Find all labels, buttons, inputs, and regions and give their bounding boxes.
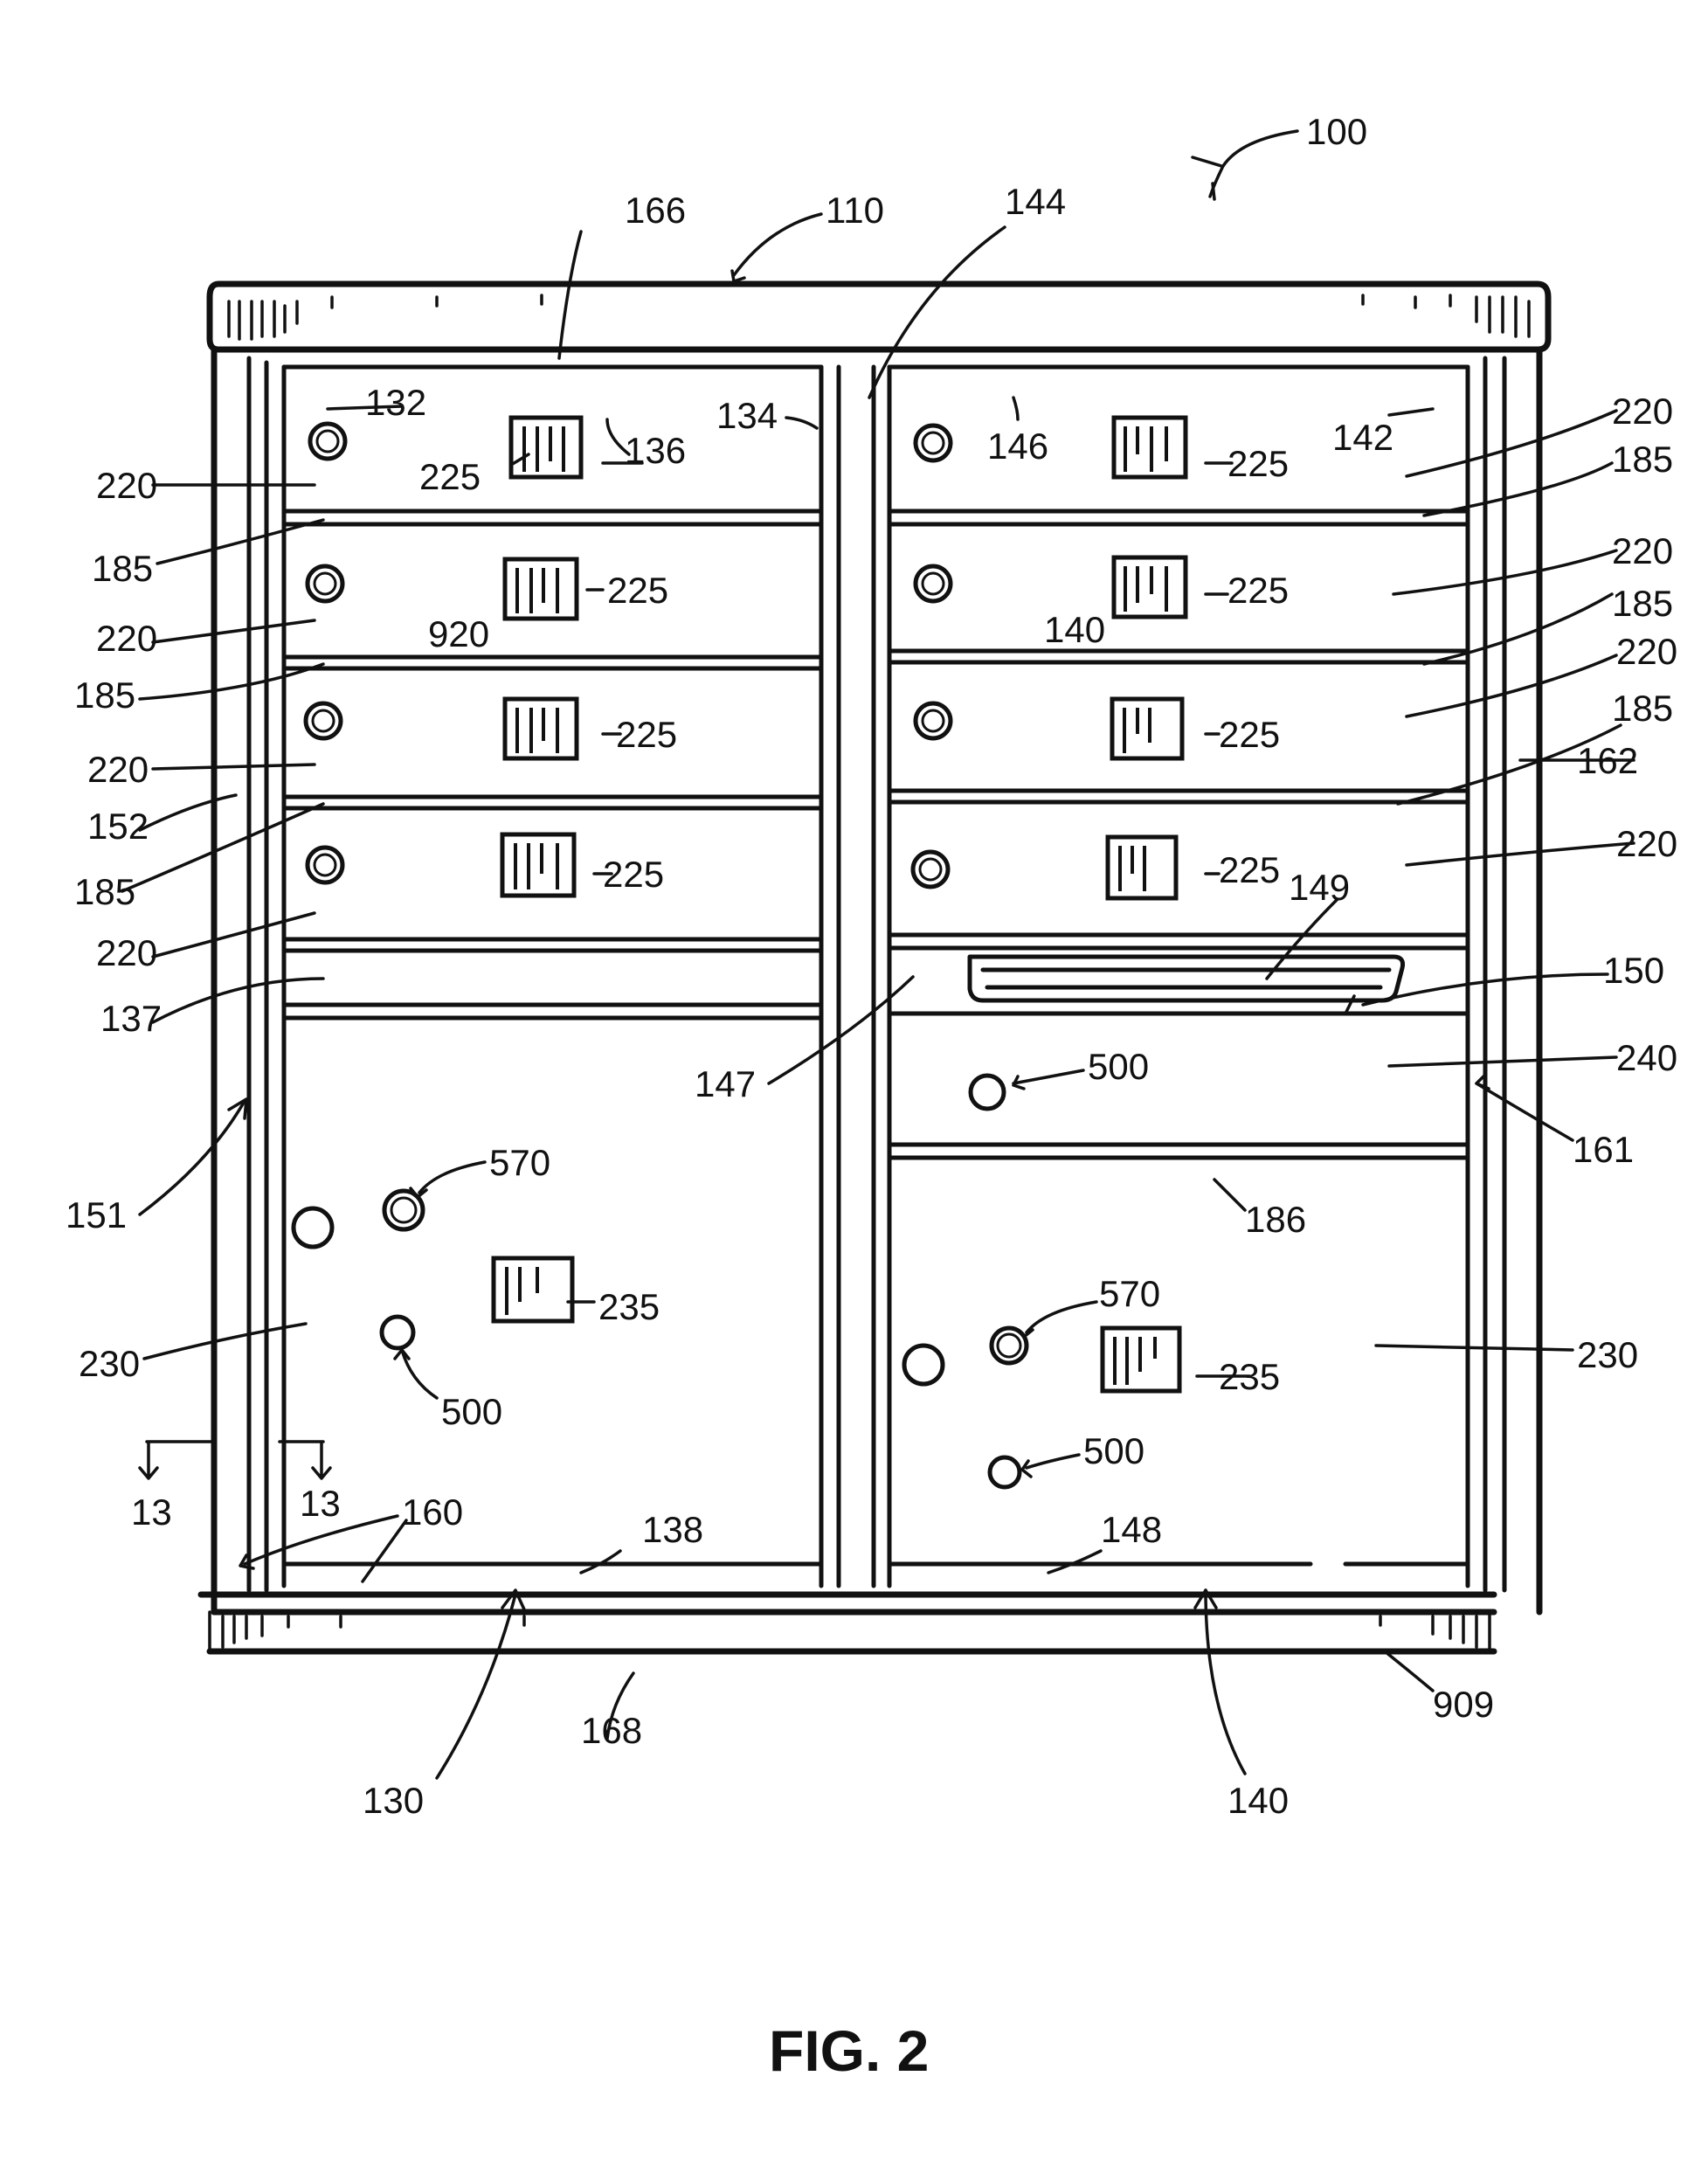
label-132: 132 [365,382,426,423]
label-230: 230 [79,1343,140,1384]
label-147: 147 [695,1063,756,1104]
lock-icon [916,426,951,460]
label-220: 220 [1616,823,1677,864]
label-140: 140 [1044,609,1105,650]
label-152: 152 [87,806,149,847]
label-235: 235 [1219,1356,1280,1397]
label-185: 185 [1612,583,1673,624]
label-220: 220 [1616,631,1677,672]
label-225: 225 [603,854,664,895]
leader-lines [122,131,1634,1778]
label-185: 185 [74,675,135,716]
lock-icon [306,703,341,738]
number-plate [1114,557,1186,617]
right-side-post [1468,358,1504,1590]
label-230: 230 [1577,1334,1638,1375]
label-225: 225 [1219,714,1280,755]
label-142: 142 [1332,417,1393,458]
label-220: 220 [87,749,149,790]
lock-icon [916,566,951,601]
lock-icon [990,1457,1020,1487]
label-185: 185 [92,548,153,589]
label-100: 100 [1306,111,1367,152]
label-225: 225 [1227,443,1289,484]
number-plate [1103,1328,1179,1391]
label-110: 110 [826,190,884,231]
label-137: 137 [100,998,162,1039]
label-136: 136 [625,430,686,471]
lock-icon [913,852,948,887]
label-150: 150 [1603,950,1664,991]
left-door-panel [284,367,821,1564]
label-225: 225 [1219,849,1280,890]
label-240: 240 [1616,1037,1677,1078]
bottom-rail [201,1595,1494,1651]
label-909: 909 [1433,1684,1494,1725]
label-500: 500 [441,1391,502,1432]
label-151: 151 [66,1194,127,1235]
label-138: 138 [642,1509,703,1550]
label-149: 149 [1289,867,1350,908]
lock-icon [904,1346,943,1384]
number-plate [1114,418,1186,477]
lock-icon [310,424,345,459]
label-220: 220 [1612,391,1673,432]
left-side-post [249,358,284,1590]
label-920: 920 [428,613,489,654]
label-570: 570 [1099,1273,1160,1314]
label-220: 220 [1612,530,1673,571]
label-146: 146 [987,426,1048,467]
label-168: 168 [581,1710,642,1751]
label-570: 570 [489,1142,550,1183]
number-plate [505,559,577,619]
lock-icon [916,703,951,738]
bottom-rail-ticks [210,1612,1490,1651]
figure-caption: FIG. 2 [769,2018,929,2083]
outgoing-mail-slot [970,957,1403,1000]
number-plate [502,834,574,896]
label-160: 160 [402,1491,463,1533]
lock-icon [308,848,342,882]
label-144: 144 [1005,181,1066,222]
lock-icon [294,1208,332,1247]
label-500: 500 [1088,1046,1149,1087]
label-130: 130 [363,1780,424,1821]
label-162: 162 [1577,740,1638,781]
number-plate [494,1258,572,1321]
label-225: 225 [607,570,668,611]
label-225: 225 [1227,570,1289,611]
number-plate [505,699,577,758]
label-225: 225 [616,714,677,755]
label-134: 134 [716,395,778,436]
lock-icon [382,1317,413,1348]
label-220: 220 [96,932,157,973]
label-161: 161 [1573,1129,1634,1170]
lock-icon [308,566,342,601]
label-220: 220 [96,465,157,506]
label-166: 166 [625,190,686,231]
label-185: 185 [1612,688,1673,729]
number-plate [1108,837,1176,898]
label-140: 140 [1227,1780,1289,1821]
label-13: 13 [131,1491,172,1533]
label-225: 225 [419,456,481,497]
lock-icon [971,1076,1004,1109]
label-235: 235 [598,1286,660,1327]
label-185: 185 [1612,439,1673,480]
label-500: 500 [1083,1430,1144,1471]
label-13: 13 [300,1483,341,1524]
center-post [821,367,889,1586]
label-148: 148 [1101,1509,1162,1550]
cabinet [201,284,1548,1651]
top-cap [210,284,1548,349]
label-185: 185 [74,871,135,912]
number-plate [1112,699,1182,758]
number-plate [511,418,581,477]
label-220: 220 [96,618,157,659]
label-186: 186 [1245,1199,1306,1240]
top-cap-ticks [229,295,1529,339]
